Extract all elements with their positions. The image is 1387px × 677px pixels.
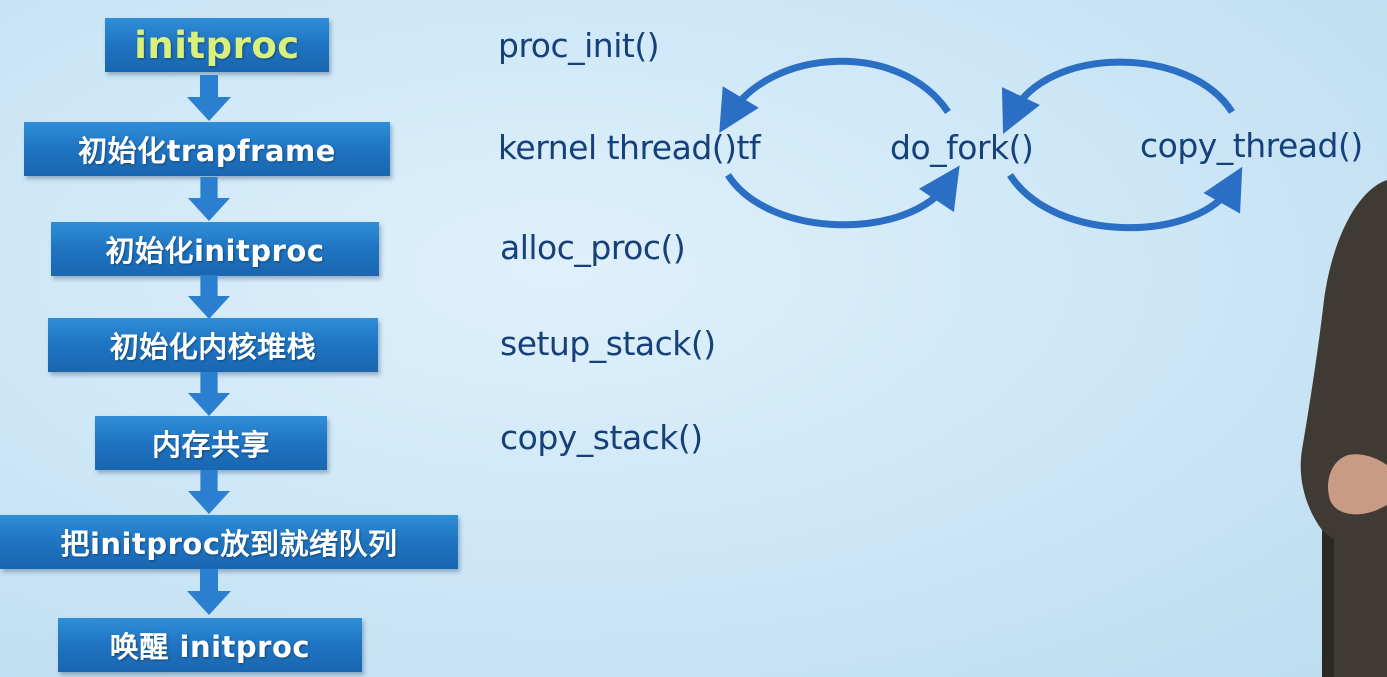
func-alloc-proc: alloc_proc()	[500, 228, 686, 267]
arrow-dofork-to-kernelthread	[719, 57, 951, 134]
step-put-ready-queue: 把initproc放到就绪队列	[0, 515, 458, 569]
func-proc-init: proc_init()	[498, 26, 660, 65]
arrow-dofork-to-copythread	[1007, 166, 1243, 232]
arrow-kernelthread-to-dofork	[725, 165, 960, 229]
func-kernel-thread: kernel thread()tf	[498, 128, 761, 167]
step-memory-share: 内存共享	[95, 416, 327, 470]
down-arrow-icon	[187, 372, 231, 416]
down-arrow-icon	[187, 177, 231, 221]
func-copy-stack: copy_stack()	[500, 418, 703, 457]
step-init-kernel-stack: 初始化内核堆栈	[48, 318, 378, 372]
down-arrow-icon	[187, 75, 231, 121]
down-arrow-icon	[187, 569, 231, 615]
func-setup-stack: setup_stack()	[500, 324, 716, 363]
func-copy-thread: copy_thread()	[1140, 126, 1363, 165]
step-init-initproc: 初始化initproc	[51, 222, 379, 276]
step-init-trapframe: 初始化trapframe	[24, 122, 390, 176]
func-do-fork: do_fork()	[890, 128, 1034, 167]
step-initproc: initproc	[105, 18, 329, 72]
arrow-copythread-to-dofork	[1002, 58, 1235, 134]
presenter-figure	[1300, 180, 1387, 677]
down-arrow-icon	[187, 275, 231, 319]
step-wake-initproc: 唤醒 initproc	[58, 618, 362, 672]
down-arrow-icon	[187, 470, 231, 514]
